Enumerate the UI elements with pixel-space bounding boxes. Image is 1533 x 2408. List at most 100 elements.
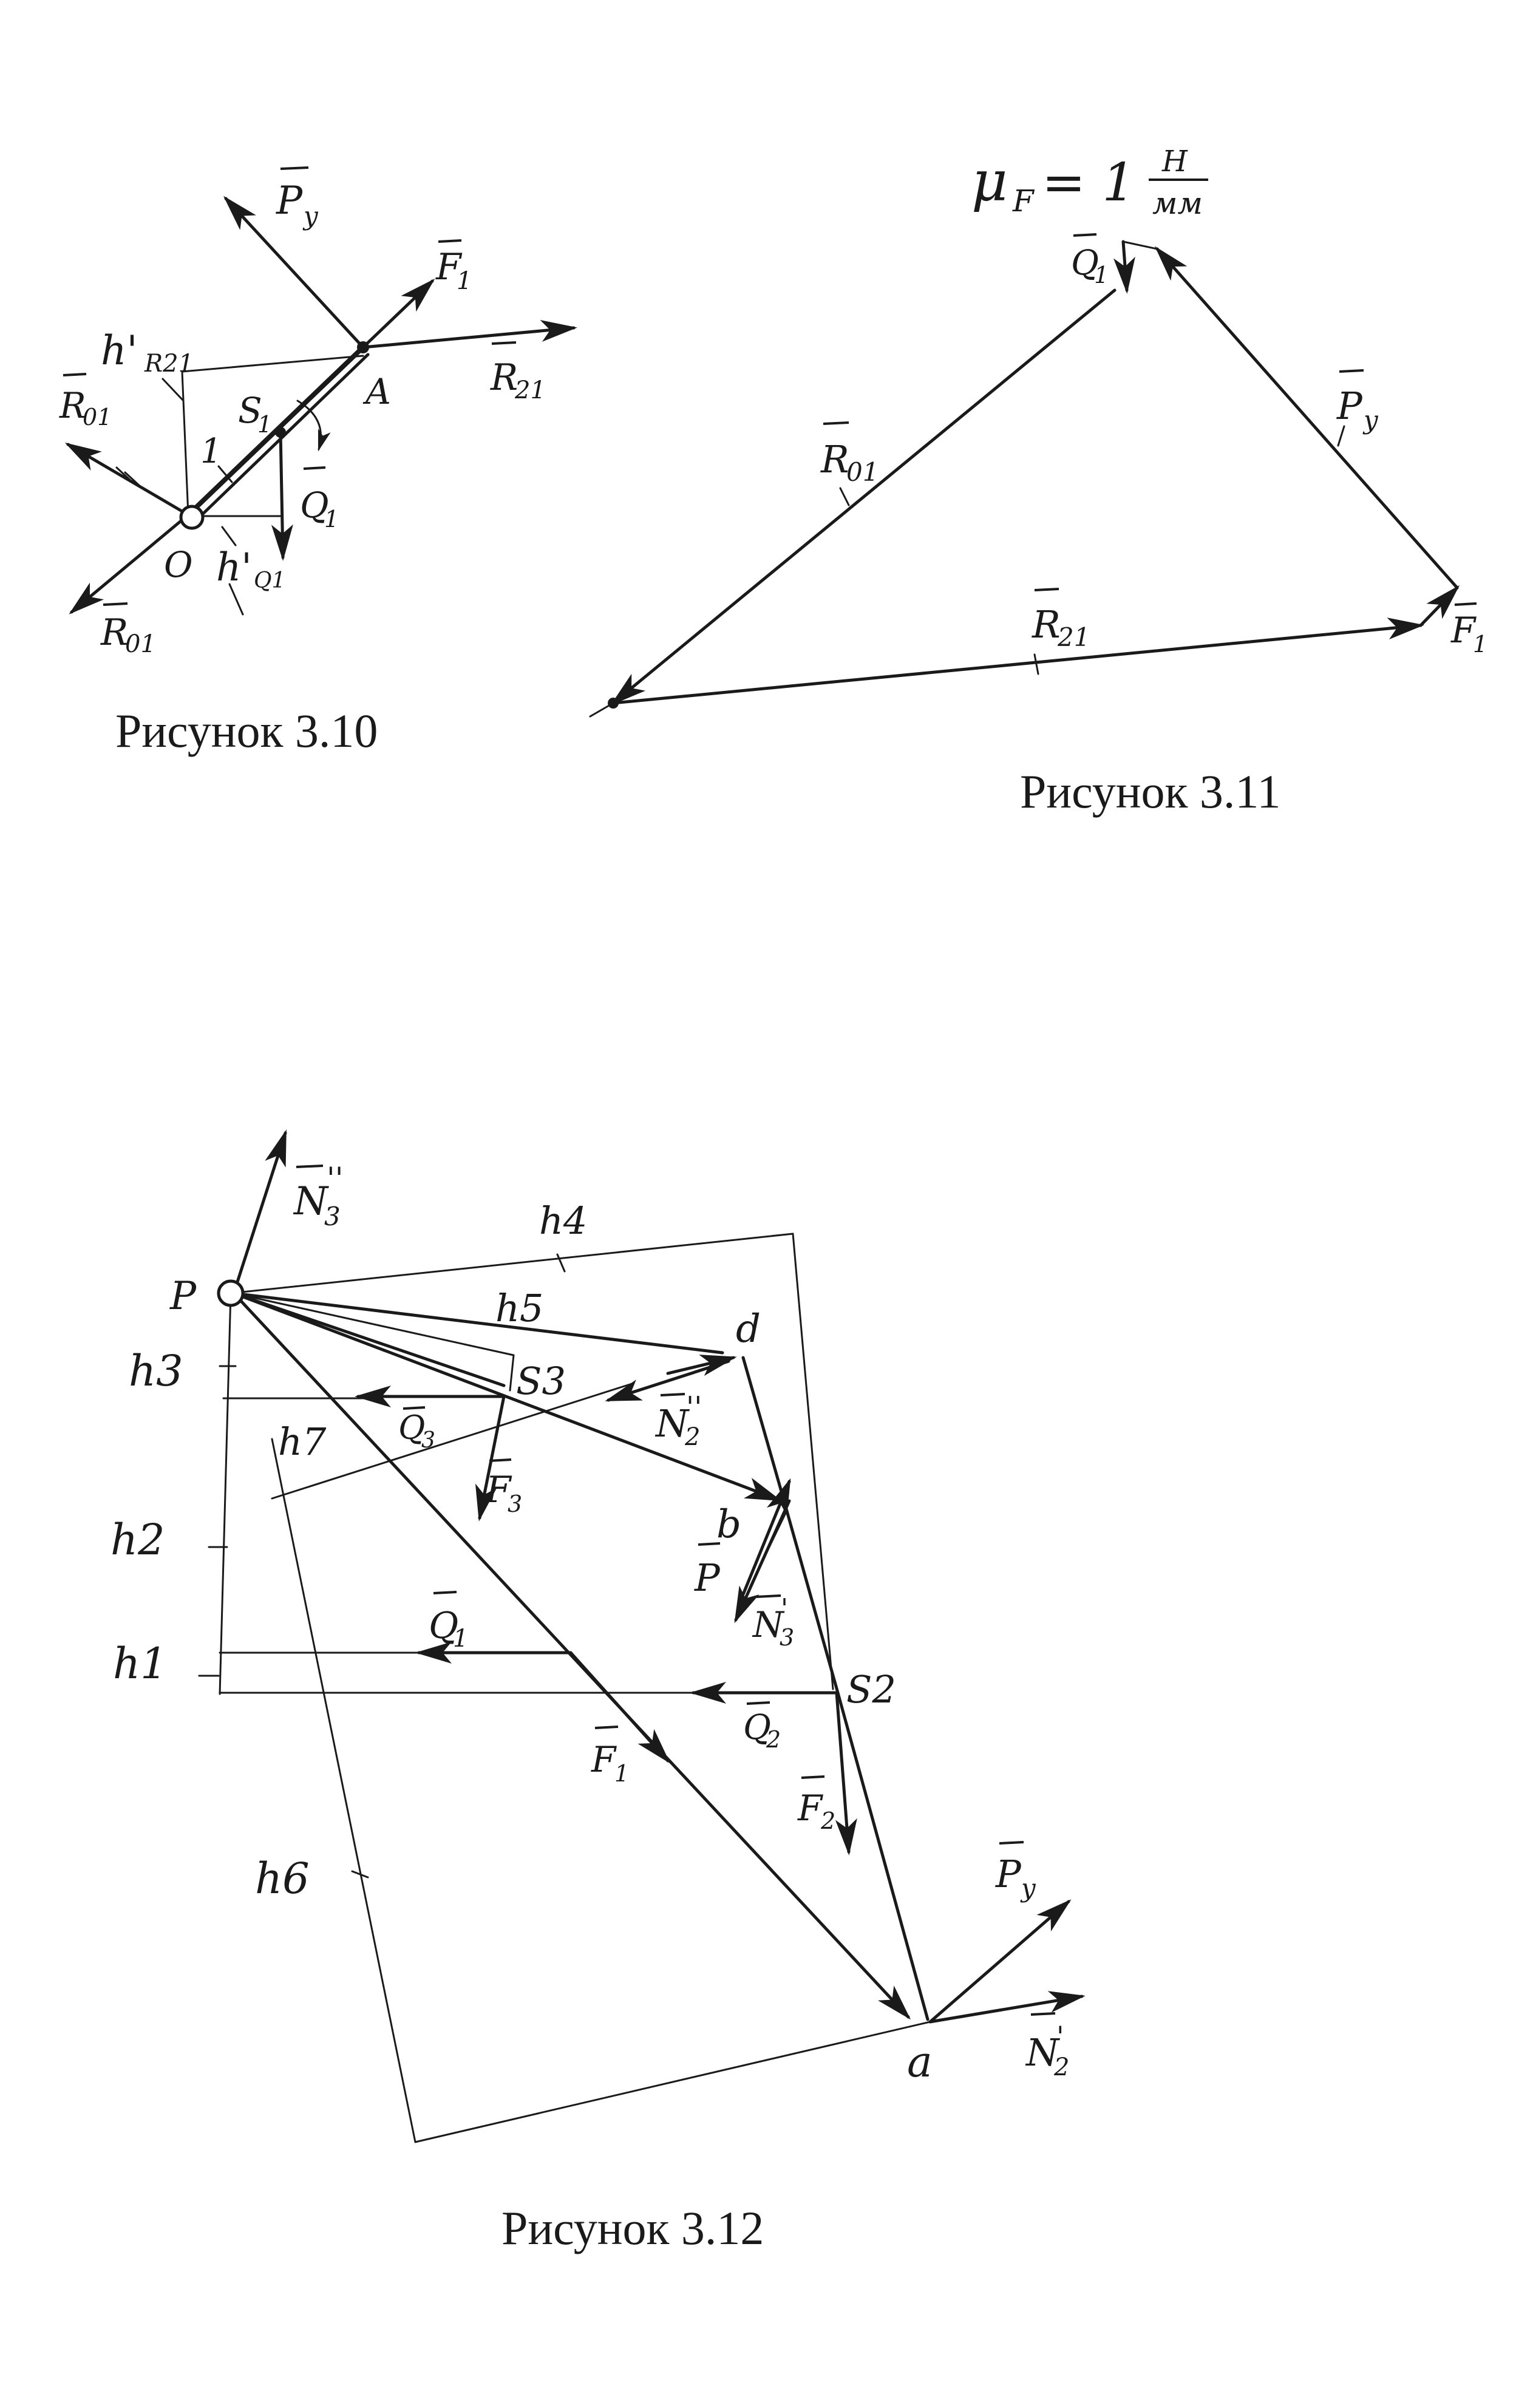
caption-3-12: Рисунок 3.12 [501, 2202, 764, 2254]
label-s1: S 1 [238, 390, 272, 438]
label-h3: h3 [129, 1346, 183, 1396]
figure-3-10: P y F 1 h' R21 A R 21 R 01 S 1 1 [59, 166, 577, 757]
svg-text:y: y [1362, 405, 1379, 435]
label-link-1: 1 [200, 432, 222, 471]
svg-text:F: F [797, 1787, 823, 1829]
svg-text:F: F [485, 1469, 512, 1511]
label-h4: h4 [539, 1199, 587, 1243]
svg-text:Q: Q [300, 485, 329, 526]
h6-line-left [271, 1438, 416, 2143]
h4-tick [556, 1253, 566, 1273]
side-s2-a [836, 1691, 930, 2021]
svg-text:3: 3 [421, 1428, 435, 1453]
svg-text:F: F [435, 246, 463, 288]
label-n2pp: N 2 '' [654, 1390, 702, 1451]
svg-text:3: 3 [324, 1202, 341, 1231]
caption-3-10: Рисунок 3.10 [115, 704, 378, 757]
label-r01-top: R 01 [59, 373, 112, 430]
svg-text:R: R [820, 437, 849, 481]
n2pp-arrow-to-d [666, 1355, 737, 1376]
point-s1 [275, 427, 286, 438]
svg-text:01: 01 [846, 457, 879, 487]
svg-text:'': '' [327, 1161, 344, 1196]
svg-text:Q: Q [743, 1708, 771, 1747]
h4-line-top [229, 1233, 794, 1294]
r01-upper-vector [64, 442, 190, 517]
svg-text:3: 3 [780, 1624, 794, 1651]
label-q1: Q 1 [300, 466, 339, 532]
point-o [179, 505, 205, 530]
label-h1: h1 [113, 1639, 168, 1689]
svg-text:Q: Q [398, 1409, 425, 1447]
h4-line-right [792, 1233, 834, 1690]
n3p-vector [741, 1478, 791, 1596]
side-b-s2 [780, 1492, 840, 1695]
svg-text:': ' [781, 1593, 788, 1624]
svg-text:2: 2 [766, 1726, 781, 1753]
svg-text:1: 1 [1473, 631, 1487, 658]
svg-text:2: 2 [684, 1423, 700, 1451]
r21-tick [1033, 653, 1039, 675]
svg-text:1: 1 [257, 411, 272, 438]
point-a [357, 341, 369, 353]
svg-text:1: 1 [453, 1625, 468, 1653]
label-n3pp: N 3 '' [293, 1161, 344, 1231]
svg-text:R: R [1032, 602, 1061, 647]
figure-3-12: N 3 '' P h4 h5 h3 d S3 Q 3 N 2 '' h7 F 3… [110, 1129, 1086, 2254]
link-label-tick [217, 465, 233, 483]
f1-vector [1419, 585, 1460, 627]
h-q1-tick [228, 583, 244, 616]
svg-text:F: F [1450, 610, 1477, 651]
py-vector [1155, 246, 1459, 590]
q1-vector [1113, 240, 1135, 294]
py-vector [928, 1899, 1072, 2024]
r21-vector [361, 320, 577, 349]
svg-text:21: 21 [514, 376, 546, 404]
rotation-arc [296, 400, 331, 452]
r01-lower-vector [69, 513, 190, 614]
svg-text:1: 1 [324, 506, 339, 532]
svg-text:N: N [293, 1179, 329, 1224]
label-h2: h2 [110, 1515, 165, 1565]
svg-text:N: N [1025, 2030, 1061, 2075]
svg-text:2: 2 [820, 1808, 835, 1834]
h5-line-b [509, 1354, 515, 1392]
svg-text:y: y [1020, 1873, 1036, 1903]
svg-text:Q: Q [1071, 243, 1099, 283]
svg-text:1: 1 [614, 1760, 629, 1787]
label-b: b [716, 1502, 741, 1547]
label-h6: h6 [255, 1854, 310, 1903]
svg-text:': ' [1056, 2020, 1064, 2053]
label-r01: R 01 [820, 421, 879, 487]
side-d-b [741, 1356, 784, 1495]
svg-text:3: 3 [508, 1491, 522, 1517]
ray-p-d [232, 1291, 724, 1355]
label-f1: F 1 [591, 1726, 629, 1787]
svg-text:y: y [302, 201, 319, 231]
label-s2: S2 [846, 1667, 896, 1712]
svg-text:P: P [276, 179, 303, 223]
svg-text:01: 01 [83, 404, 112, 430]
label-py: P y [995, 1841, 1036, 1903]
label-h7: h7 [278, 1420, 327, 1464]
r21-vector [611, 617, 1424, 705]
svg-text:Q: Q [429, 1605, 458, 1647]
label-q1: Q 1 [1071, 233, 1109, 288]
label-q3: Q 3 [398, 1406, 435, 1453]
label-f1: F 1 [1450, 602, 1487, 658]
f1-vector [569, 1651, 671, 1764]
f2-vector [835, 1691, 857, 1855]
label-a: a [907, 2037, 933, 2087]
label-n2p: N 2 ' [1025, 2012, 1069, 2081]
svg-text:N: N [752, 1604, 785, 1645]
label-r01-bottom: R 01 [100, 602, 156, 658]
svg-text:h': h' [216, 545, 252, 590]
caption-3-11: Рисунок 3.11 [1020, 765, 1280, 818]
label-p: P [169, 1274, 197, 1319]
scale-label: μ F = 1 Н мм [971, 145, 1208, 221]
n3p-vector-2 [749, 1509, 788, 1587]
vertex-bottom-left [608, 698, 619, 709]
label-s3: S3 [516, 1359, 566, 1403]
h-q1-tick-2 [221, 526, 237, 546]
svg-text:P: P [1336, 384, 1363, 428]
